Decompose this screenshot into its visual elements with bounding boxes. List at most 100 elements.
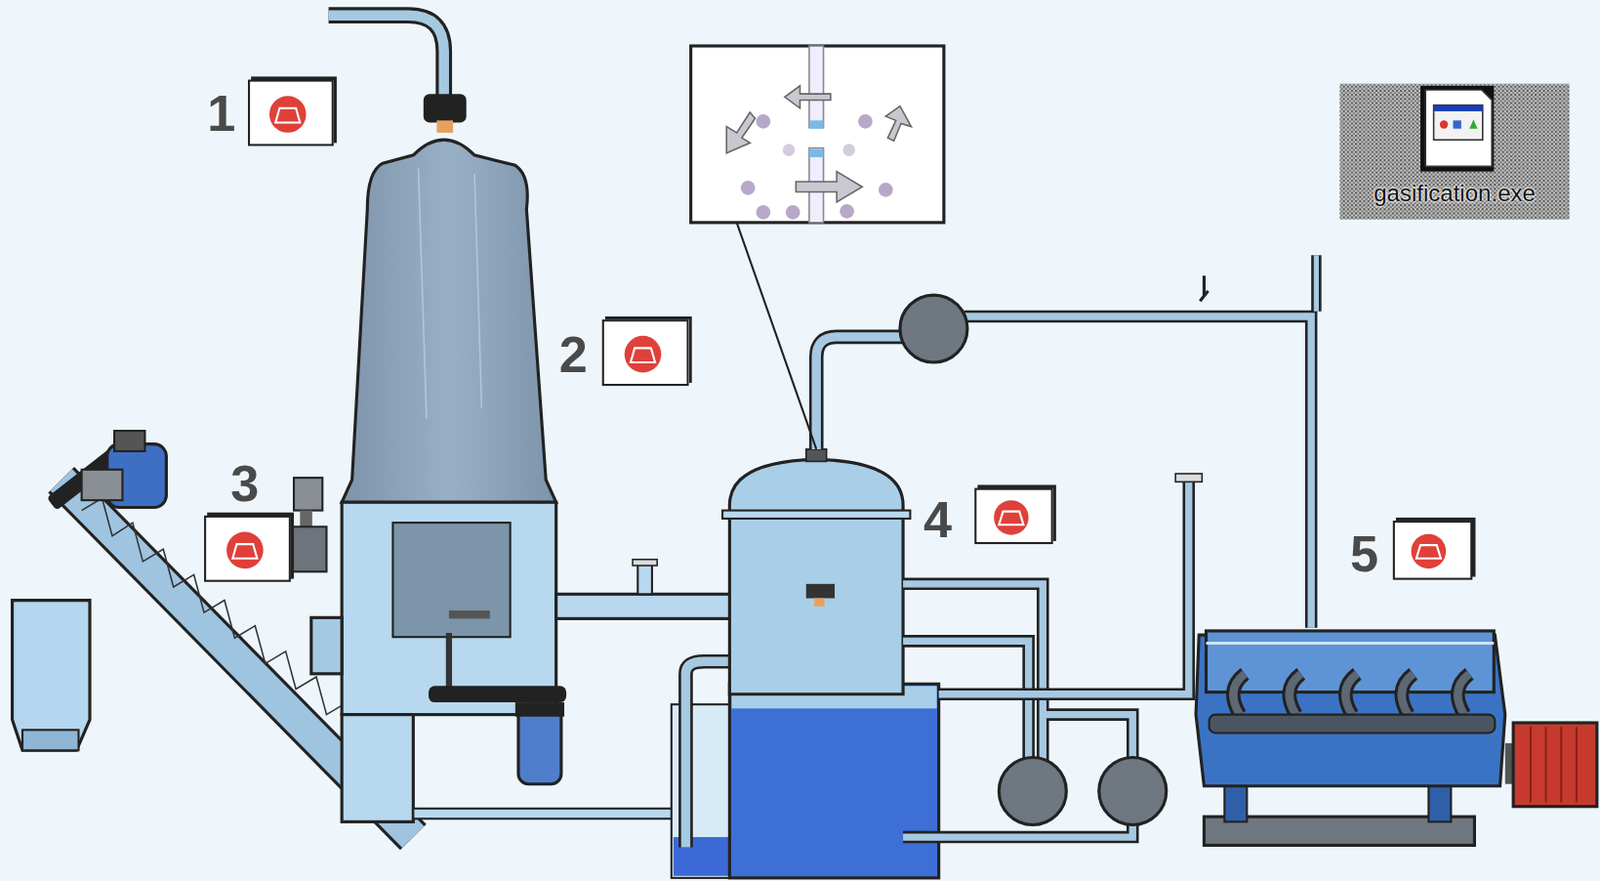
particles xyxy=(740,114,894,220)
water-pump xyxy=(1099,757,1167,825)
return-line xyxy=(902,820,1133,837)
gas-line xyxy=(816,336,903,450)
generator xyxy=(1513,722,1598,807)
air-inlet xyxy=(1313,254,1319,311)
callout-number: 4 xyxy=(923,493,952,545)
pipe-break xyxy=(1199,275,1208,301)
auger-inlet xyxy=(82,469,124,500)
callout-number: 1 xyxy=(206,87,236,139)
water-line xyxy=(902,640,1029,760)
file-icon xyxy=(1425,89,1492,166)
vessel-flange xyxy=(722,510,910,519)
exhaust-collector xyxy=(1209,714,1496,734)
water-tank xyxy=(729,683,939,878)
window-titlebar xyxy=(1434,105,1483,112)
exhaust-manifold-outline xyxy=(1232,673,1470,715)
gas-line-outline xyxy=(816,336,903,450)
generator-fins xyxy=(1530,726,1577,802)
callout-icon-bg xyxy=(204,515,291,582)
water-line xyxy=(902,583,1133,761)
gas-pipe xyxy=(328,15,445,98)
callout-box: 4 xyxy=(974,488,1053,544)
nozzle xyxy=(436,120,453,133)
particle xyxy=(878,182,894,198)
icon-background xyxy=(1339,83,1569,220)
gas-duct xyxy=(556,593,736,618)
spray xyxy=(809,149,824,158)
drain-pipe-outline xyxy=(685,660,731,847)
grate-shaft xyxy=(446,632,452,689)
flow-arrow xyxy=(726,112,755,154)
callout-icon-bg xyxy=(247,80,334,147)
callout-box: 5 xyxy=(1393,520,1474,580)
gasifier-vessel xyxy=(341,139,557,502)
detail-inset xyxy=(691,45,944,223)
tee-port xyxy=(637,563,653,594)
callout-number: 3 xyxy=(230,457,259,509)
program-icon: gasification.exe xyxy=(1339,83,1569,220)
callout-icon-bg xyxy=(1393,520,1474,580)
hopper-outlet xyxy=(22,729,79,750)
pipe-cap xyxy=(1175,473,1202,482)
water-line-outline xyxy=(902,583,1133,761)
flow-arrow xyxy=(784,85,831,109)
grate-bar xyxy=(428,685,567,702)
gasifier-base xyxy=(341,501,557,714)
particle xyxy=(839,204,855,219)
callout-icon xyxy=(269,95,307,133)
gasifier-column xyxy=(341,714,413,822)
particle xyxy=(858,114,873,129)
glyph-shape xyxy=(1469,119,1477,128)
pipe-collar xyxy=(423,93,467,123)
water-pipe xyxy=(412,808,674,819)
callout-icon xyxy=(993,499,1029,535)
return-line-outline xyxy=(902,820,1133,837)
flange xyxy=(311,616,342,673)
vessel-port xyxy=(806,449,827,462)
overflow-line-outline xyxy=(939,479,1190,694)
nozzle-tip xyxy=(814,597,824,606)
callout-box: 3 xyxy=(204,515,291,582)
callout-icon-bg xyxy=(974,488,1053,544)
callout-icon xyxy=(624,335,662,373)
tee-cap xyxy=(632,559,657,566)
water-line-outline xyxy=(902,640,1029,760)
valve-actuator xyxy=(293,477,323,510)
particle xyxy=(756,205,772,220)
callout-icon-bg xyxy=(602,319,690,386)
callout-box: 1 xyxy=(247,80,334,147)
callout-number: 5 xyxy=(1350,528,1379,579)
callout-glyph xyxy=(1416,544,1441,559)
particle xyxy=(782,143,796,157)
callout-glyph xyxy=(275,108,300,124)
air-valve xyxy=(291,526,328,572)
overflow-line xyxy=(939,479,1190,694)
file-name: gasification.exe xyxy=(1339,181,1569,206)
reactor-core xyxy=(392,522,510,637)
air-inlet-outline xyxy=(1311,254,1321,311)
leader-line xyxy=(737,222,818,450)
glyph-shape xyxy=(1452,120,1461,128)
callout-glyph xyxy=(998,511,1024,526)
spray xyxy=(809,120,824,128)
glyph-shape xyxy=(1439,120,1448,128)
particle xyxy=(785,205,801,220)
grate-top xyxy=(449,610,491,618)
window-glyph xyxy=(1434,105,1483,141)
particle xyxy=(842,143,856,157)
feed-hopper xyxy=(12,600,90,751)
callout-glyph xyxy=(232,543,257,559)
flow-arrow xyxy=(795,171,862,203)
head-highlight xyxy=(1206,641,1495,645)
flow-arrow xyxy=(885,106,911,142)
scrubber-vessel xyxy=(729,458,903,694)
gas-pipe-outline xyxy=(328,15,445,98)
drain-pipe xyxy=(685,660,731,847)
callout-number: 2 xyxy=(559,329,588,381)
particle xyxy=(740,180,756,196)
callout-icon xyxy=(226,532,264,570)
spray-nozzle xyxy=(806,583,835,599)
icon-shadow xyxy=(1420,85,1494,172)
